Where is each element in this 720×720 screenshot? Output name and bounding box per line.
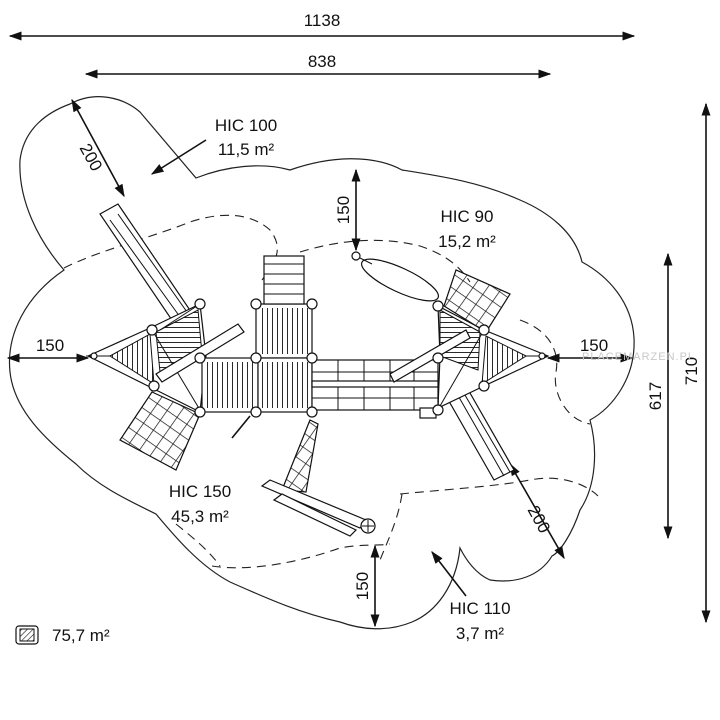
dimension-top-margin: 150 [334, 168, 361, 252]
dimension-bottom-margin: 150 [353, 544, 380, 628]
ladder-top [263, 255, 305, 305]
dimension-left-margin: 150 [6, 336, 90, 363]
dim-150-left: 150 [36, 336, 64, 355]
dim-150-right: 150 [580, 336, 608, 355]
hic-150-label: HIC 150 45,3 m² [169, 482, 231, 526]
dimension-inner-width: 838 [84, 52, 552, 79]
dim-150-bottom: 150 [353, 572, 372, 600]
dim-838: 838 [308, 52, 336, 71]
dim-710: 710 [682, 357, 701, 385]
svg-text:45,3 m²: 45,3 m² [171, 507, 229, 526]
svg-text:11,5 m²: 11,5 m² [218, 140, 275, 159]
svg-text:15,2 m²: 15,2 m² [438, 232, 496, 251]
net-lower-mid [281, 419, 319, 493]
dimension-right-margin: 150 [546, 336, 634, 363]
dimension-height-total: 710 [682, 102, 711, 624]
tube-bottom [260, 479, 376, 537]
svg-text:HIC 150: HIC 150 [169, 482, 231, 501]
dimension-height-inner: 617 [646, 252, 673, 540]
dim-1138: 1138 [304, 11, 341, 30]
deck-tower-top [255, 303, 313, 359]
hic-100-label: HIC 100 11,5 m² [150, 116, 277, 175]
net-lower-left [119, 391, 201, 471]
dimension-overall-width: 1138 [8, 11, 636, 41]
hatched-square-icon [15, 625, 39, 645]
posts [90, 298, 546, 418]
legend-area: 75,7 m² [52, 626, 110, 645]
watermark: PLACEMARZEN.PL [582, 351, 695, 363]
hic-90-label: HIC 90 15,2 m² [438, 207, 496, 251]
dim-150-top: 150 [334, 196, 353, 224]
legend: 75,7 m² [15, 625, 110, 645]
swing-element [351, 251, 440, 302]
beam-right [389, 329, 471, 383]
hic-110-label: HIC 110 3,7 m² [431, 550, 511, 643]
deck-left-lower [201, 357, 259, 413]
svg-text:3,7 m²: 3,7 m² [456, 624, 505, 643]
deck-mid-lower [257, 357, 313, 413]
dim-617: 617 [646, 382, 665, 410]
svg-text:HIC 100: HIC 100 [215, 116, 277, 135]
svg-text:HIC 90: HIC 90 [441, 207, 494, 226]
steering-post [231, 415, 251, 439]
svg-text:HIC 110: HIC 110 [449, 599, 510, 618]
playground-structure [86, 203, 550, 537]
net-upper-right [443, 269, 511, 333]
